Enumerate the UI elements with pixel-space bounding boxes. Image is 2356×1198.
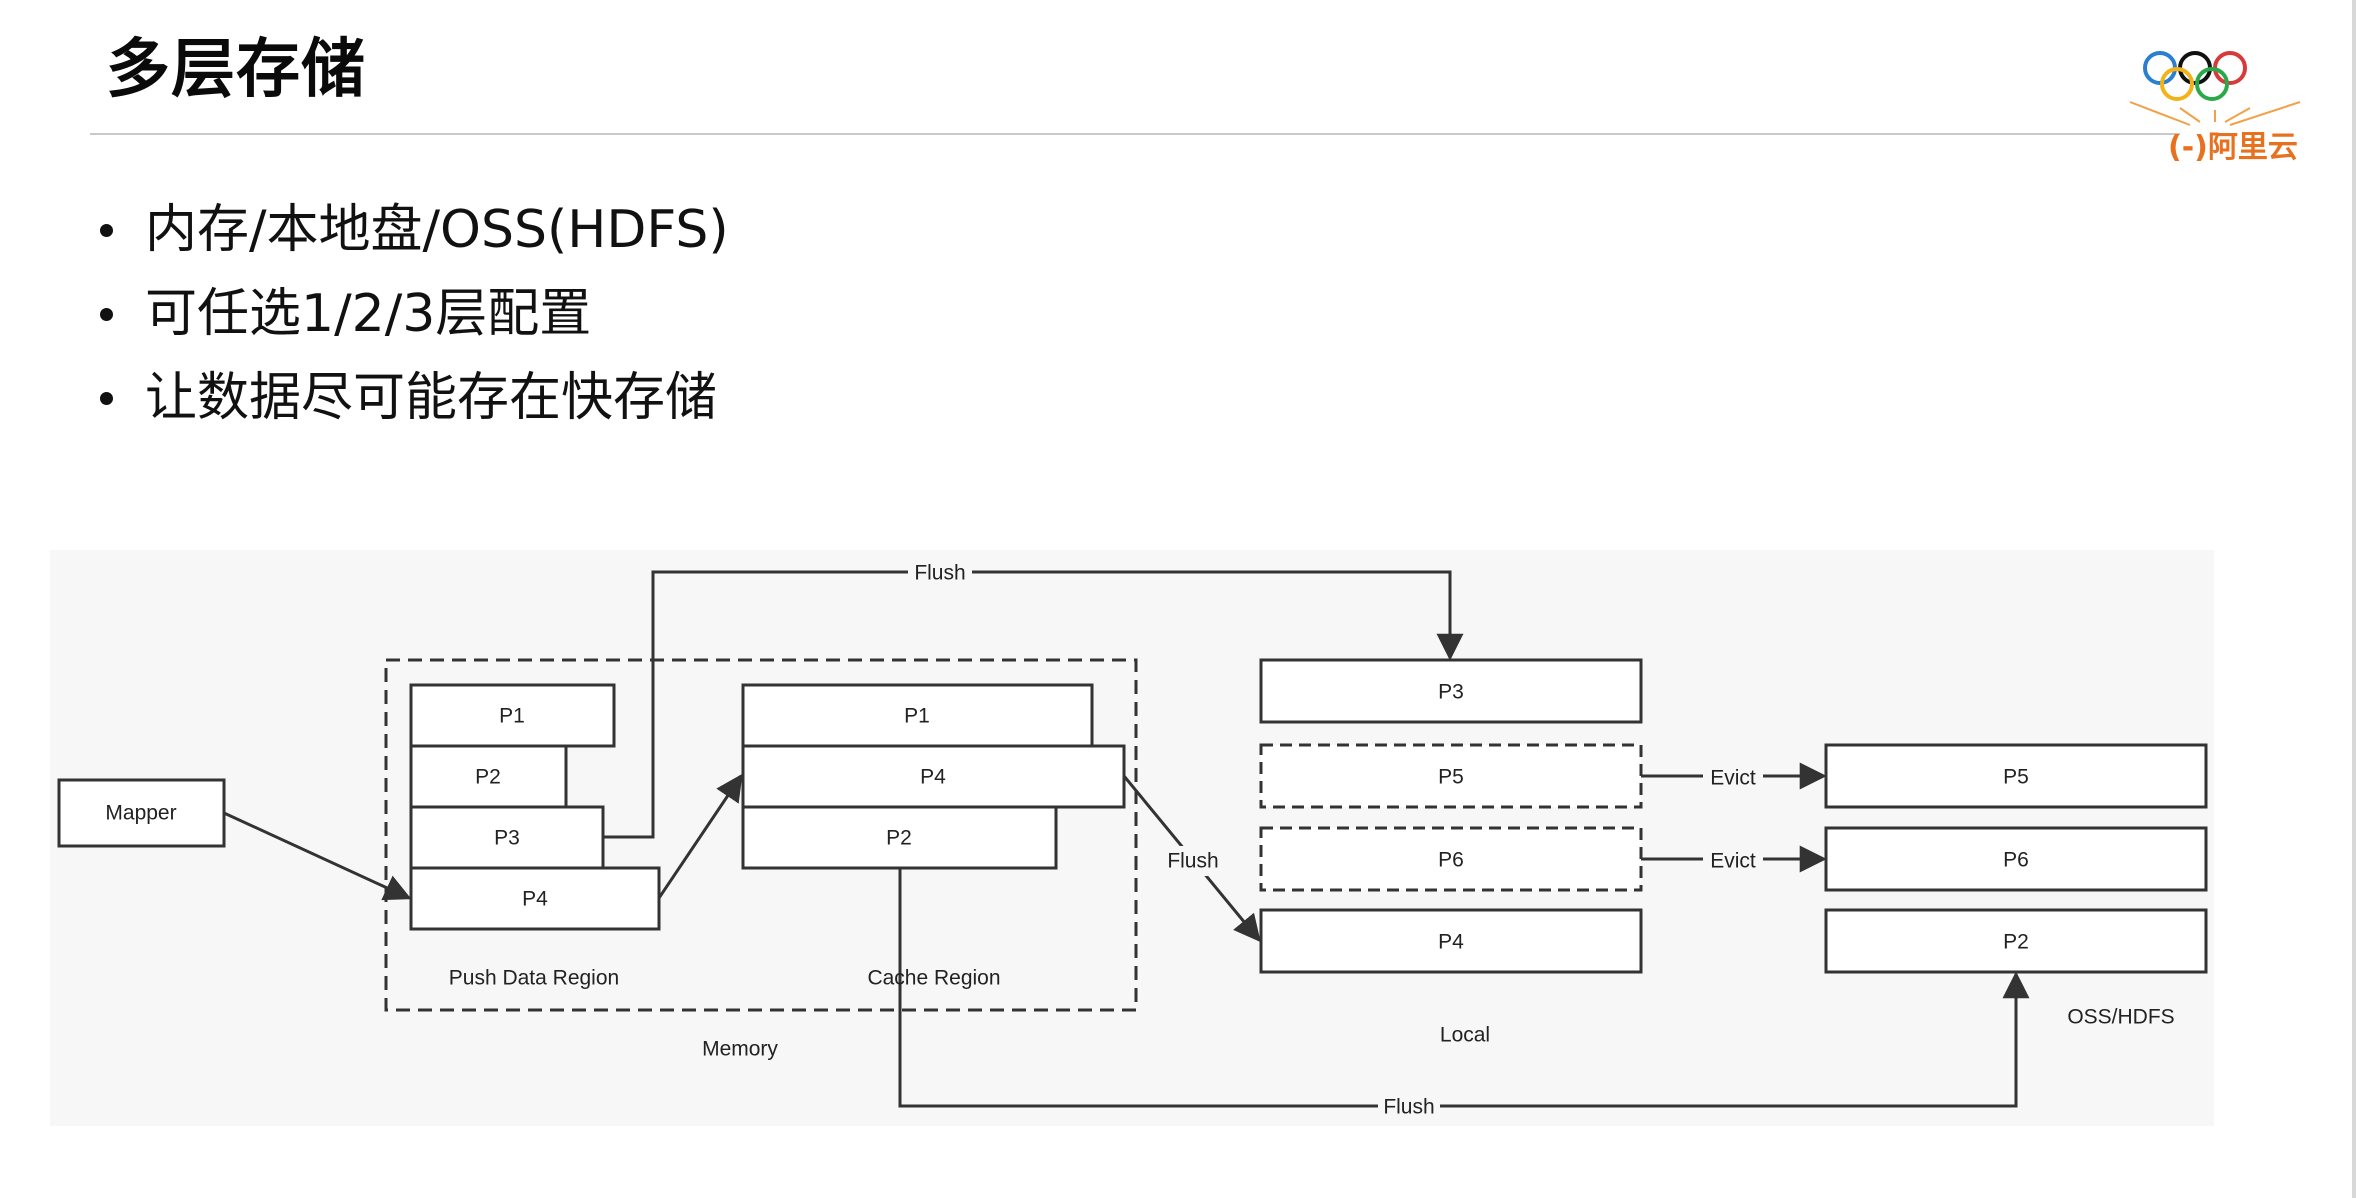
mapper-label: Mapper: [105, 802, 176, 825]
oss-block-p5-label: P5: [2003, 766, 2029, 789]
oss-block-p2-label: P2: [2003, 931, 2029, 954]
flush-mid-label: Flush: [1167, 850, 1218, 873]
bullet-dot-icon: [100, 307, 113, 321]
cache-block-p1: [741, 683, 1094, 748]
push-region-label: Push Data Region: [449, 967, 619, 990]
cache-block-p2: [741, 805, 1058, 870]
bullet-dot-icon: [100, 223, 113, 237]
local-block-p5: [1259, 743, 1643, 809]
push-block-p2: [409, 744, 568, 809]
cache-block-p4-label: P4: [920, 766, 946, 789]
flush-bottom-label: Flush: [1383, 1096, 1434, 1119]
mapper-to-push-arrow: [223, 811, 412, 901]
local-block-p6: [1259, 826, 1643, 892]
flush-top-connector: [603, 570, 1464, 839]
local-block-p3: [1259, 658, 1643, 724]
bullet-text: 让数据尽可能存在快存储: [145, 368, 718, 428]
local-label: Local: [1440, 1024, 1490, 1047]
oss-block-p5: [1824, 743, 2208, 809]
bullet-list: 内存/本地盘/OSS(HDFS) 可任选1/2/3层配置 让数据尽可能存在快存储: [100, 188, 729, 440]
mapper-box: [57, 778, 226, 848]
push-block-p3-label: P3: [494, 827, 520, 850]
local-block-p3-label: P3: [1438, 681, 1464, 704]
push-to-cache-arrow: [657, 773, 743, 899]
page-title: 多层存储: [106, 33, 366, 107]
aliyun-logo-text: (-)阿里云: [2168, 130, 2298, 165]
local-block-p6-label: P6: [1438, 849, 1464, 872]
push-block-p4: [409, 866, 661, 931]
bullet-item: 内存/本地盘/OSS(HDFS): [100, 188, 729, 272]
memory-container: [384, 658, 1138, 1012]
oss-label: OSS/HDFS: [2067, 1006, 2174, 1029]
bullet-text: 可任选1/2/3层配置: [145, 284, 592, 344]
olympic-rings-logo-icon: [2129, 51, 2301, 126]
bullet-item: 让数据尽可能存在快存储: [100, 356, 729, 440]
flush-bottom-connector: [898, 868, 2030, 1108]
local-block-p4: [1259, 908, 1643, 974]
evict-1-label: Evict: [1710, 767, 1756, 790]
cache-block-p1-label: P1: [904, 705, 930, 728]
local-block-p5-label: P5: [1438, 766, 1464, 789]
evict-2-label: Evict: [1710, 850, 1756, 873]
title-divider: [90, 133, 2180, 135]
cache-region-label: Cache Region: [867, 967, 1000, 990]
cache-block-p4: [741, 744, 1126, 809]
memory-label: Memory: [702, 1038, 778, 1061]
bullet-dot-icon: [100, 391, 113, 405]
push-block-p2-label: P2: [475, 766, 501, 789]
flush-top-label: Flush: [914, 562, 965, 585]
page-edge: [2352, 0, 2356, 1198]
push-block-p1-label: P1: [499, 705, 525, 728]
local-block-p4-label: P4: [1438, 931, 1464, 954]
push-block-p4-label: P4: [522, 888, 548, 911]
oss-block-p6: [1824, 826, 2208, 892]
bullet-item: 可任选1/2/3层配置: [100, 272, 729, 356]
cache-block-p2-label: P2: [886, 827, 912, 850]
oss-block-p6-label: P6: [2003, 849, 2029, 872]
bullet-text: 内存/本地盘/OSS(HDFS): [145, 200, 729, 260]
